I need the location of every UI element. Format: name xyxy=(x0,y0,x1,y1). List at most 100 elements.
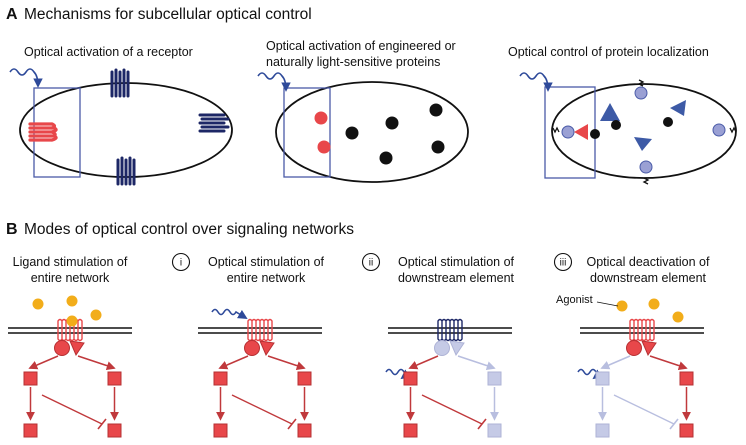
membrane-anchor-right xyxy=(712,123,737,137)
node-bottom-right xyxy=(679,423,694,438)
subpanel-1-title: Optical activation of a receptor xyxy=(24,45,193,59)
node-top-right xyxy=(297,371,312,386)
mode-title-line1: Optical deactivation of xyxy=(587,255,711,269)
agonist-dot-icon xyxy=(66,295,78,307)
light-wave-icon xyxy=(257,72,291,92)
inhibition-arrow-icon xyxy=(231,394,293,425)
node-top-right xyxy=(679,371,694,386)
node-bottom-right xyxy=(107,423,122,438)
mode-numeral: ii xyxy=(369,258,373,269)
agonist-dot-icon xyxy=(32,298,44,310)
mode-title-line1: Ligand stimulation of xyxy=(13,255,128,269)
mode-title-line1: Optical stimulation of xyxy=(208,255,325,269)
mode-title-line2: downstream element xyxy=(590,271,707,285)
agonist-dot-icon xyxy=(672,311,684,323)
effector-circle xyxy=(54,340,70,356)
node-top-left xyxy=(23,371,38,386)
signal-arrow xyxy=(267,355,306,370)
modes-layer: Ligand stimulation of entire network i Opti… xyxy=(8,252,711,438)
subpanel-3-title: Optical control of protein localization xyxy=(508,45,709,59)
signal-arrow xyxy=(408,355,439,370)
mode-numeral-circle xyxy=(361,252,381,272)
membrane-anchor-left xyxy=(552,124,600,140)
signal-arrow xyxy=(457,355,496,370)
cytosolic-protein-pair xyxy=(634,137,652,151)
membrane-anchor-bottom xyxy=(639,160,653,185)
effector-triangle xyxy=(641,340,657,357)
light-wave-icon xyxy=(519,72,553,92)
receptor-coil-icon-active xyxy=(28,122,58,142)
inhibition-bar xyxy=(287,418,297,430)
agonist-dot-icon xyxy=(90,309,102,321)
subpanel-1-cell-diagram xyxy=(9,68,233,186)
mode-diagram-2: i Optical stimulation of entire network xyxy=(171,252,325,438)
agonist-dot-icon xyxy=(66,315,78,327)
node-bottom-left xyxy=(595,423,610,438)
receptor-coil-icon-bottom xyxy=(116,156,136,186)
light-wave-icon xyxy=(9,68,43,88)
inhibition-arrow-icon xyxy=(613,394,675,425)
inhibition-arrow-icon xyxy=(41,394,103,425)
effector-triangle xyxy=(259,340,275,357)
agonist-dot-icon xyxy=(616,300,628,312)
node-bottom-left xyxy=(213,423,228,438)
subpanel-2-title-line1: Optical activation of engineered or xyxy=(266,39,456,53)
effector-triangle xyxy=(69,340,85,357)
inhibition-bar xyxy=(477,418,487,430)
panel-b-heading: Modes of optical control over signaling … xyxy=(24,221,354,238)
node-top-right xyxy=(107,371,122,386)
signal-arrow xyxy=(649,355,688,370)
effector-circle xyxy=(244,340,260,356)
effector-circle xyxy=(434,340,450,356)
cytosolic-protein-pair xyxy=(663,100,686,127)
inactive-protein xyxy=(379,151,393,165)
receptor-coil-icon-top xyxy=(110,68,130,98)
inactive-protein xyxy=(429,103,443,117)
cytosolic-protein-pair xyxy=(600,103,621,130)
signal-arrow xyxy=(218,355,249,370)
node-top-left xyxy=(213,371,228,386)
mode-title-line1: Optical stimulation of xyxy=(398,255,515,269)
panel-a-heading: Mechanisms for subcellular optical contr… xyxy=(24,6,312,23)
receptor-coil-icon xyxy=(57,318,83,342)
mode-title-line2: downstream element xyxy=(398,271,515,285)
inactive-protein xyxy=(431,140,445,154)
cell-membrane-2 xyxy=(275,81,469,183)
node-top-left xyxy=(403,371,418,386)
activated-protein xyxy=(317,140,331,154)
inhibition-bar xyxy=(97,418,107,430)
signal-arrow xyxy=(28,355,59,370)
receptor-coil-icon xyxy=(247,318,273,342)
mode-title-line2: entire network xyxy=(31,271,110,285)
node-top-left xyxy=(595,371,610,386)
subpanel-2-cell-diagram xyxy=(257,72,469,183)
mode-diagram-3: ii Optical stimulation of downstream eleme… xyxy=(361,252,515,438)
agonist-dot-icon xyxy=(648,298,660,310)
receptor-coil-icon-right xyxy=(198,113,230,133)
signal-arrow xyxy=(600,355,631,370)
signal-arrow xyxy=(77,355,116,370)
inhibition-bar xyxy=(669,418,679,430)
agonist-label: Agonist xyxy=(556,294,593,306)
mode-numeral: i xyxy=(180,258,182,269)
membrane-anchor-top xyxy=(634,79,648,100)
mode-numeral-circle xyxy=(553,252,573,272)
light-wave-icon xyxy=(211,308,248,319)
node-bottom-left xyxy=(403,423,418,438)
inhibition-arrow-icon xyxy=(421,394,483,425)
receptor-coil-icon xyxy=(629,318,655,342)
node-bottom-right xyxy=(487,423,502,438)
node-bottom-left xyxy=(23,423,38,438)
illumination-box-2 xyxy=(283,87,331,178)
panel-a-letter: A xyxy=(6,6,18,23)
mode-title-line2: entire network xyxy=(227,271,306,285)
inactive-protein xyxy=(385,116,399,130)
receptor-coil-icon xyxy=(437,318,463,342)
panel-b-letter: B xyxy=(6,221,18,238)
subpanel-2-title-line2: naturally light-sensitive proteins xyxy=(266,55,440,69)
node-top-right xyxy=(487,371,502,386)
mode-diagram-1: Ligand stimulation of entire network xyxy=(8,255,132,438)
node-bottom-right xyxy=(297,423,312,438)
